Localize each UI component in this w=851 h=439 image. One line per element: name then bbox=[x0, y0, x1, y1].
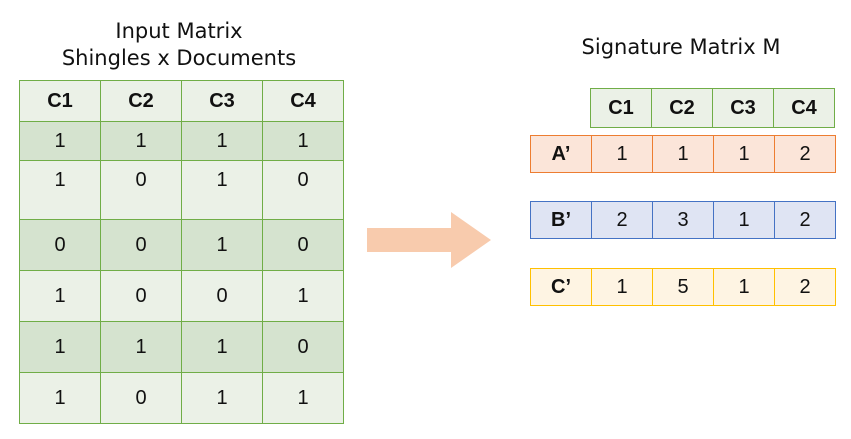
signature-cell: 1 bbox=[713, 268, 775, 306]
signature-cell: 1 bbox=[652, 135, 714, 173]
matrix-cell: 1 bbox=[181, 372, 263, 424]
input-matrix-header-row: C1 C2 C3 C4 bbox=[19, 80, 344, 122]
column-header: C3 bbox=[712, 88, 774, 128]
matrix-cell: 0 bbox=[262, 160, 344, 220]
matrix-cell: 0 bbox=[181, 270, 263, 322]
table-row: 1 1 1 0 bbox=[19, 321, 344, 373]
row-label: A’ bbox=[530, 135, 592, 173]
signature-cell: 1 bbox=[713, 201, 775, 239]
matrix-cell: 0 bbox=[19, 219, 101, 271]
row-label: C’ bbox=[530, 268, 592, 306]
row-label: B’ bbox=[530, 201, 592, 239]
column-header: C2 bbox=[651, 88, 713, 128]
table-row: 1 0 0 1 bbox=[19, 270, 344, 322]
matrix-cell: 1 bbox=[262, 121, 344, 161]
column-header: C1 bbox=[590, 88, 652, 128]
matrix-cell: 1 bbox=[181, 321, 263, 373]
table-row: 1 1 1 1 bbox=[19, 121, 344, 161]
signature-row-c: C’ 1 5 1 2 bbox=[530, 268, 836, 306]
matrix-cell: 0 bbox=[100, 219, 182, 271]
signature-header-row: C1 C2 C3 C4 bbox=[590, 88, 835, 128]
matrix-cell: 0 bbox=[100, 372, 182, 424]
signature-cell: 2 bbox=[774, 135, 836, 173]
input-matrix-title-line2: Shingles x Documents bbox=[61, 46, 297, 70]
column-header: C2 bbox=[100, 80, 182, 122]
signature-row-a: A’ 1 1 1 2 bbox=[530, 135, 836, 173]
right-arrow-icon bbox=[367, 212, 491, 268]
column-header: C3 bbox=[181, 80, 263, 122]
signature-cell: 5 bbox=[652, 268, 714, 306]
matrix-cell: 1 bbox=[262, 270, 344, 322]
matrix-cell: 1 bbox=[19, 160, 101, 220]
signature-cell: 1 bbox=[713, 135, 775, 173]
column-header: C1 bbox=[19, 80, 101, 122]
matrix-cell: 1 bbox=[181, 160, 263, 220]
matrix-cell: 1 bbox=[19, 121, 101, 161]
input-matrix-title-line1: Input Matrix bbox=[115, 19, 243, 43]
matrix-cell: 1 bbox=[100, 121, 182, 161]
signature-cell: 2 bbox=[774, 201, 836, 239]
matrix-cell: 0 bbox=[262, 219, 344, 271]
matrix-cell: 1 bbox=[19, 270, 101, 322]
matrix-cell: 1 bbox=[262, 372, 344, 424]
matrix-cell: 1 bbox=[181, 219, 263, 271]
table-row: 1 0 1 1 bbox=[19, 372, 344, 424]
signature-cell: 1 bbox=[591, 268, 653, 306]
table-row: 1 0 1 0 bbox=[19, 160, 344, 220]
table-row: A’ 1 1 1 2 bbox=[530, 135, 836, 173]
table-row: C’ 1 5 1 2 bbox=[530, 268, 836, 306]
table-row: 0 0 1 0 bbox=[19, 219, 344, 271]
input-matrix-title: Input Matrix Shingles x Documents bbox=[19, 18, 339, 72]
signature-cell: 2 bbox=[591, 201, 653, 239]
table-row: B’ 2 3 1 2 bbox=[530, 201, 836, 239]
signature-matrix-title: Signature Matrix M bbox=[581, 35, 781, 59]
signature-cell: 2 bbox=[774, 268, 836, 306]
matrix-cell: 0 bbox=[262, 321, 344, 373]
matrix-cell: 0 bbox=[100, 270, 182, 322]
matrix-cell: 0 bbox=[100, 160, 182, 220]
matrix-cell: 1 bbox=[181, 121, 263, 161]
matrix-cell: 1 bbox=[19, 321, 101, 373]
signature-cell: 1 bbox=[591, 135, 653, 173]
column-header: C4 bbox=[773, 88, 835, 128]
signature-row-b: B’ 2 3 1 2 bbox=[530, 201, 836, 239]
signature-cell: 3 bbox=[652, 201, 714, 239]
matrix-cell: 1 bbox=[19, 372, 101, 424]
matrix-cell: 1 bbox=[100, 321, 182, 373]
input-matrix: C1 C2 C3 C4 1 1 1 1 1 0 1 0 0 0 1 0 1 0 … bbox=[19, 80, 344, 424]
column-header: C4 bbox=[262, 80, 344, 122]
signature-matrix-header: C1 C2 C3 C4 bbox=[590, 88, 835, 128]
